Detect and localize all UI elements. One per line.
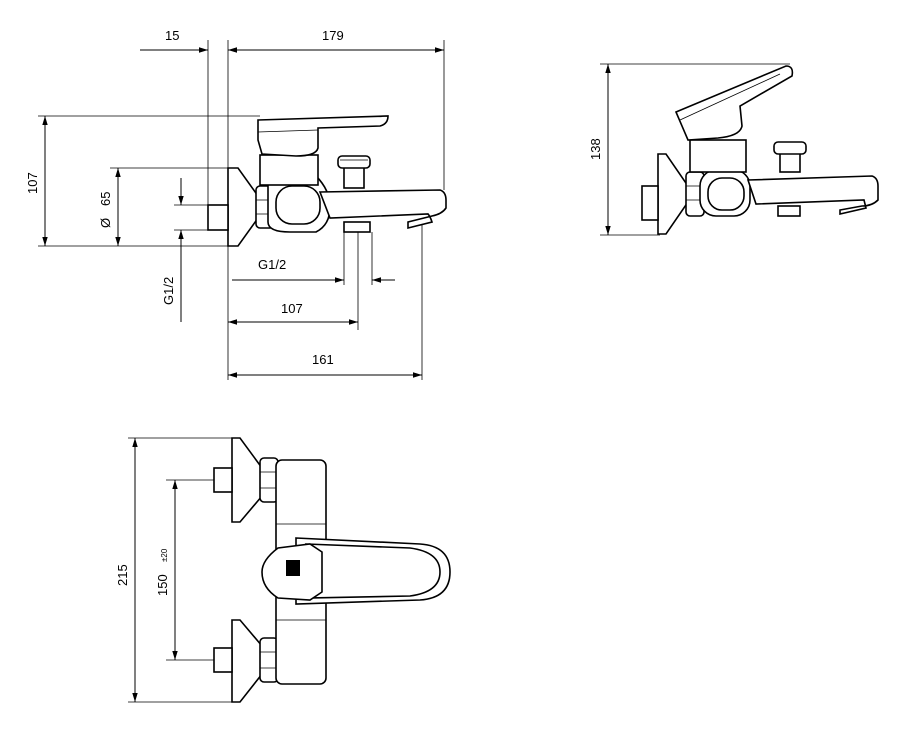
raised-lever-view: 138 [588,63,879,236]
brand-logo-icon [286,560,300,576]
dim-label-diameter: 65 [98,192,113,206]
dim-label-spout-length: 161 [312,352,334,367]
dim-label-height: 107 [25,172,40,194]
dim-label-wall-offset: 15 [165,28,179,43]
faucet-top-outline [213,437,451,703]
side-view: 15 179 107 Ø 65 G1/2 G1/2 107 161 [25,28,447,380]
dim-label-center-distance: 150 [155,574,170,596]
faucet-raised-outline [641,65,879,235]
top-view: 215 150 ±20 [115,437,451,703]
dim-label-total-length: 179 [322,28,344,43]
dim-symbol-diameter: Ø [98,218,113,228]
dim-label-raised-height: 138 [588,138,603,160]
faucet-side-outline [207,115,447,247]
dim-label-thread-vertical: G1/2 [161,277,176,305]
dim-label-outlet-distance: 107 [281,301,303,316]
dim-label-tolerance: ±20 [160,548,169,562]
dim-label-total-width: 215 [115,564,130,586]
dim-label-thread-horizontal: G1/2 [258,257,286,272]
